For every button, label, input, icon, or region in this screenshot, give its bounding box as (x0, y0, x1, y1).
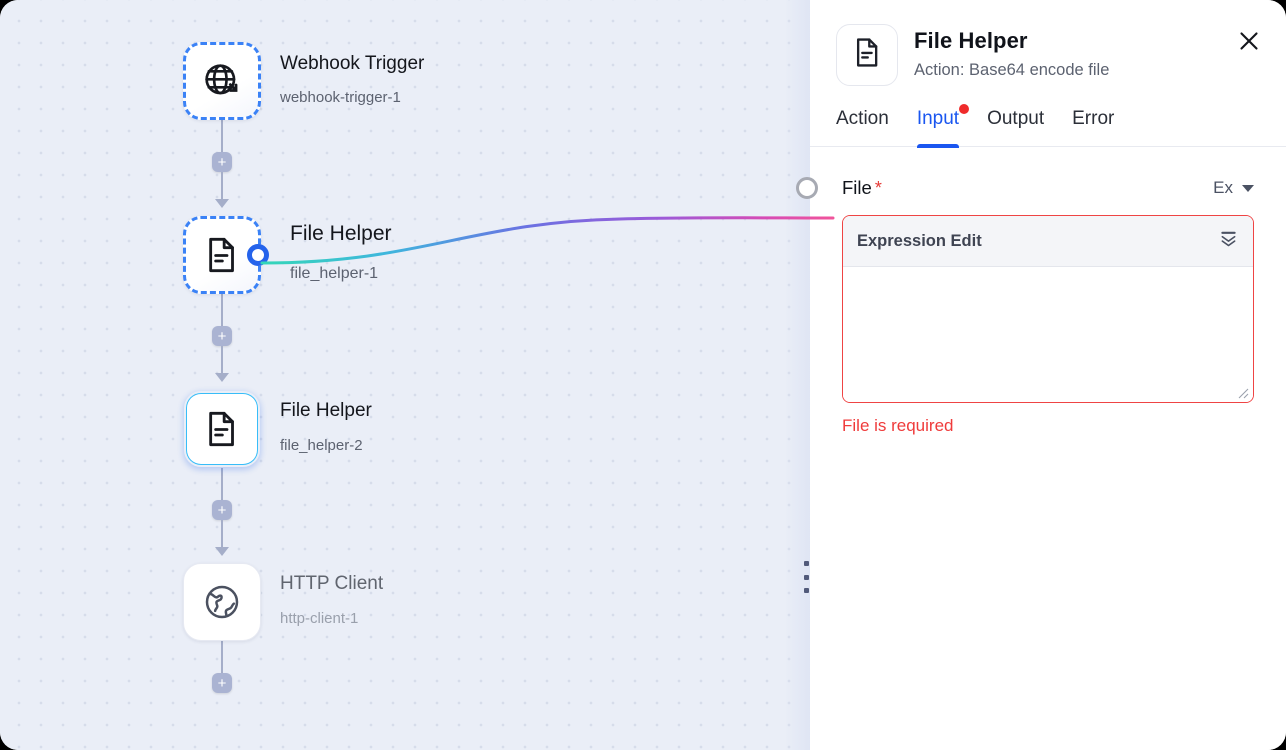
add-node-button-1[interactable]: + (212, 152, 232, 172)
node-title-webhook-trigger: Webhook Trigger (280, 53, 425, 74)
add-node-button-2[interactable]: + (212, 326, 232, 346)
tab-action-label: Action (836, 108, 889, 129)
tab-input-label: Input (916, 108, 960, 129)
input-port-icon[interactable] (796, 177, 818, 199)
chevron-down-icon (1242, 184, 1254, 192)
node-output-handle[interactable] (247, 244, 269, 266)
node-title-http-client: HTTP Client (280, 573, 384, 594)
connector-line-3 (221, 468, 223, 500)
connector-line-2 (221, 294, 223, 326)
connector-arrow-3 (215, 547, 229, 556)
workflow-canvas[interactable]: + + + + Webhook Trigge (0, 0, 810, 750)
tab-input[interactable]: Input (903, 104, 973, 148)
node-subtitle-http-client: http-client-1 (280, 610, 359, 627)
panel-resize-handle[interactable] (801, 561, 811, 593)
close-button[interactable] (1234, 28, 1264, 58)
resize-grip-icon[interactable] (1235, 385, 1249, 399)
node-webhook-trigger[interactable] (183, 42, 261, 120)
add-node-button-3[interactable]: + (212, 500, 232, 520)
field-file-row: File * Ex (796, 175, 1254, 201)
expression-mode-select[interactable]: Ex (1213, 178, 1254, 198)
node-subtitle-webhook-trigger: webhook-trigger-1 (280, 89, 401, 106)
canvas-edge-fade (784, 0, 810, 750)
file-document-icon (851, 36, 884, 74)
panel-body: File * Ex Expression Edit (796, 147, 1286, 436)
connector-arrow-1 (215, 199, 229, 208)
tab-action[interactable]: Action (836, 108, 903, 146)
collapse-all-icon[interactable] (1218, 228, 1239, 254)
connector-line-3b (221, 520, 223, 550)
tab-output[interactable]: Output (973, 108, 1058, 146)
required-marker: * (874, 177, 882, 198)
tab-error-label: Error (1072, 108, 1115, 129)
expression-mode-value: Ex (1213, 178, 1233, 197)
globe-icon (202, 582, 242, 622)
connector-line-1 (221, 120, 223, 152)
add-node-button-4[interactable]: + (212, 673, 232, 693)
node-subtitle-file-helper-1: file_helper-1 (290, 265, 379, 282)
close-icon (1237, 29, 1261, 58)
node-file-helper-1[interactable] (183, 216, 269, 294)
connector-arrow-2 (215, 373, 229, 382)
panel-subtitle: Action: Base64 encode file (914, 61, 1110, 79)
panel-node-icon (836, 24, 898, 86)
drag-handle-dot (803, 574, 809, 580)
tab-output-label: Output (987, 108, 1045, 129)
drag-handle-dot (803, 588, 809, 593)
panel-title: File Helper (914, 28, 1028, 53)
expression-editor-title: Expression Edit (857, 231, 982, 250)
field-file-label: File (842, 177, 872, 198)
expression-editor-textarea[interactable] (843, 267, 1253, 402)
node-title-file-helper-1: File Helper (290, 222, 392, 245)
connector-line-1b (221, 172, 223, 202)
node-title-file-helper-2: File Helper (280, 400, 372, 421)
tab-error[interactable]: Error (1058, 108, 1128, 146)
connector-line-2b (221, 346, 223, 376)
node-file-helper-2[interactable] (183, 390, 261, 468)
globe-arrow-icon (202, 61, 242, 101)
node-details-panel: File Helper Action: Base64 encode file A… (796, 0, 1286, 750)
panel-tabs: Action Input Output Error (810, 86, 1286, 148)
file-document-icon (202, 235, 242, 275)
file-document-icon (202, 409, 242, 449)
field-error-message: File is required (842, 416, 954, 435)
drag-handle-dot (803, 561, 809, 566)
connector-line-4 (221, 641, 223, 675)
node-http-client[interactable] (183, 563, 261, 641)
expression-editor-header: Expression Edit (843, 216, 1253, 267)
expression-editor[interactable]: Expression Edit (842, 215, 1254, 403)
node-subtitle-file-helper-2: file_helper-2 (280, 437, 363, 454)
tab-input-badge-dot (959, 104, 970, 114)
panel-header: File Helper Action: Base64 encode file (810, 0, 1286, 86)
